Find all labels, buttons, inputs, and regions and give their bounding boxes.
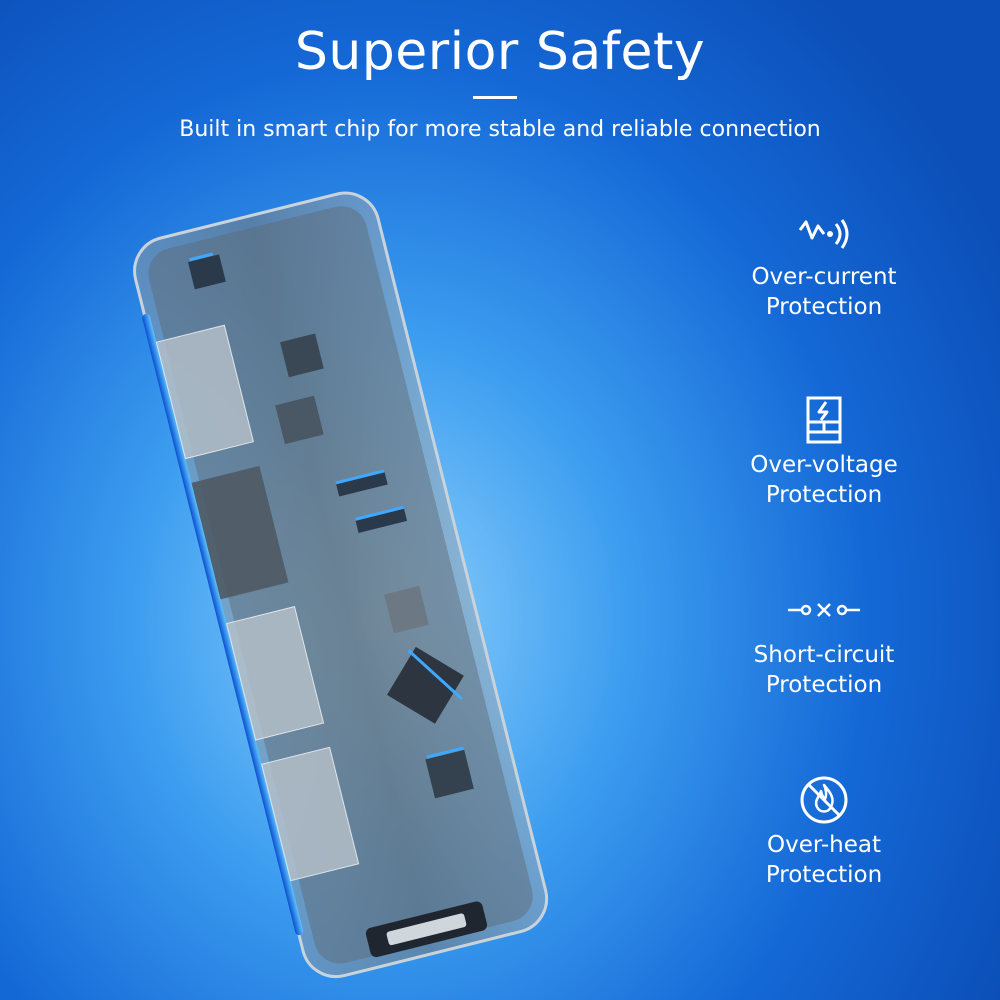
current-wave-icon: [724, 208, 924, 256]
feature-label-line1: Short-circuit: [753, 642, 895, 668]
feature-over-heat: Over-heat Protection: [724, 776, 924, 890]
feature-over-current: Over-current Protection: [724, 208, 924, 322]
page-title: Superior Safety: [294, 22, 706, 82]
feature-label-line2: Protection: [765, 862, 883, 888]
usb-hub-product-image: [133, 191, 549, 979]
feature-over-voltage: Over-voltage Protection: [724, 396, 924, 510]
feature-label-line1: Over-heat: [767, 832, 881, 858]
feature-label-line1: Over-current: [751, 264, 897, 290]
title-underline: [473, 96, 517, 99]
feature-label-line1: Over-voltage: [750, 452, 898, 478]
battery-lightning-icon: [724, 396, 924, 444]
broken-circuit-icon: [724, 586, 924, 634]
feature-short-circuit: Short-circuit Protection: [724, 586, 924, 700]
feature-label-line2: Protection: [765, 672, 883, 698]
no-fire-icon: [724, 776, 924, 824]
feature-label-line2: Protection: [765, 482, 883, 508]
feature-label-line2: Protection: [765, 294, 883, 320]
page-subtitle: Built in smart chip for more stable and …: [179, 117, 821, 142]
